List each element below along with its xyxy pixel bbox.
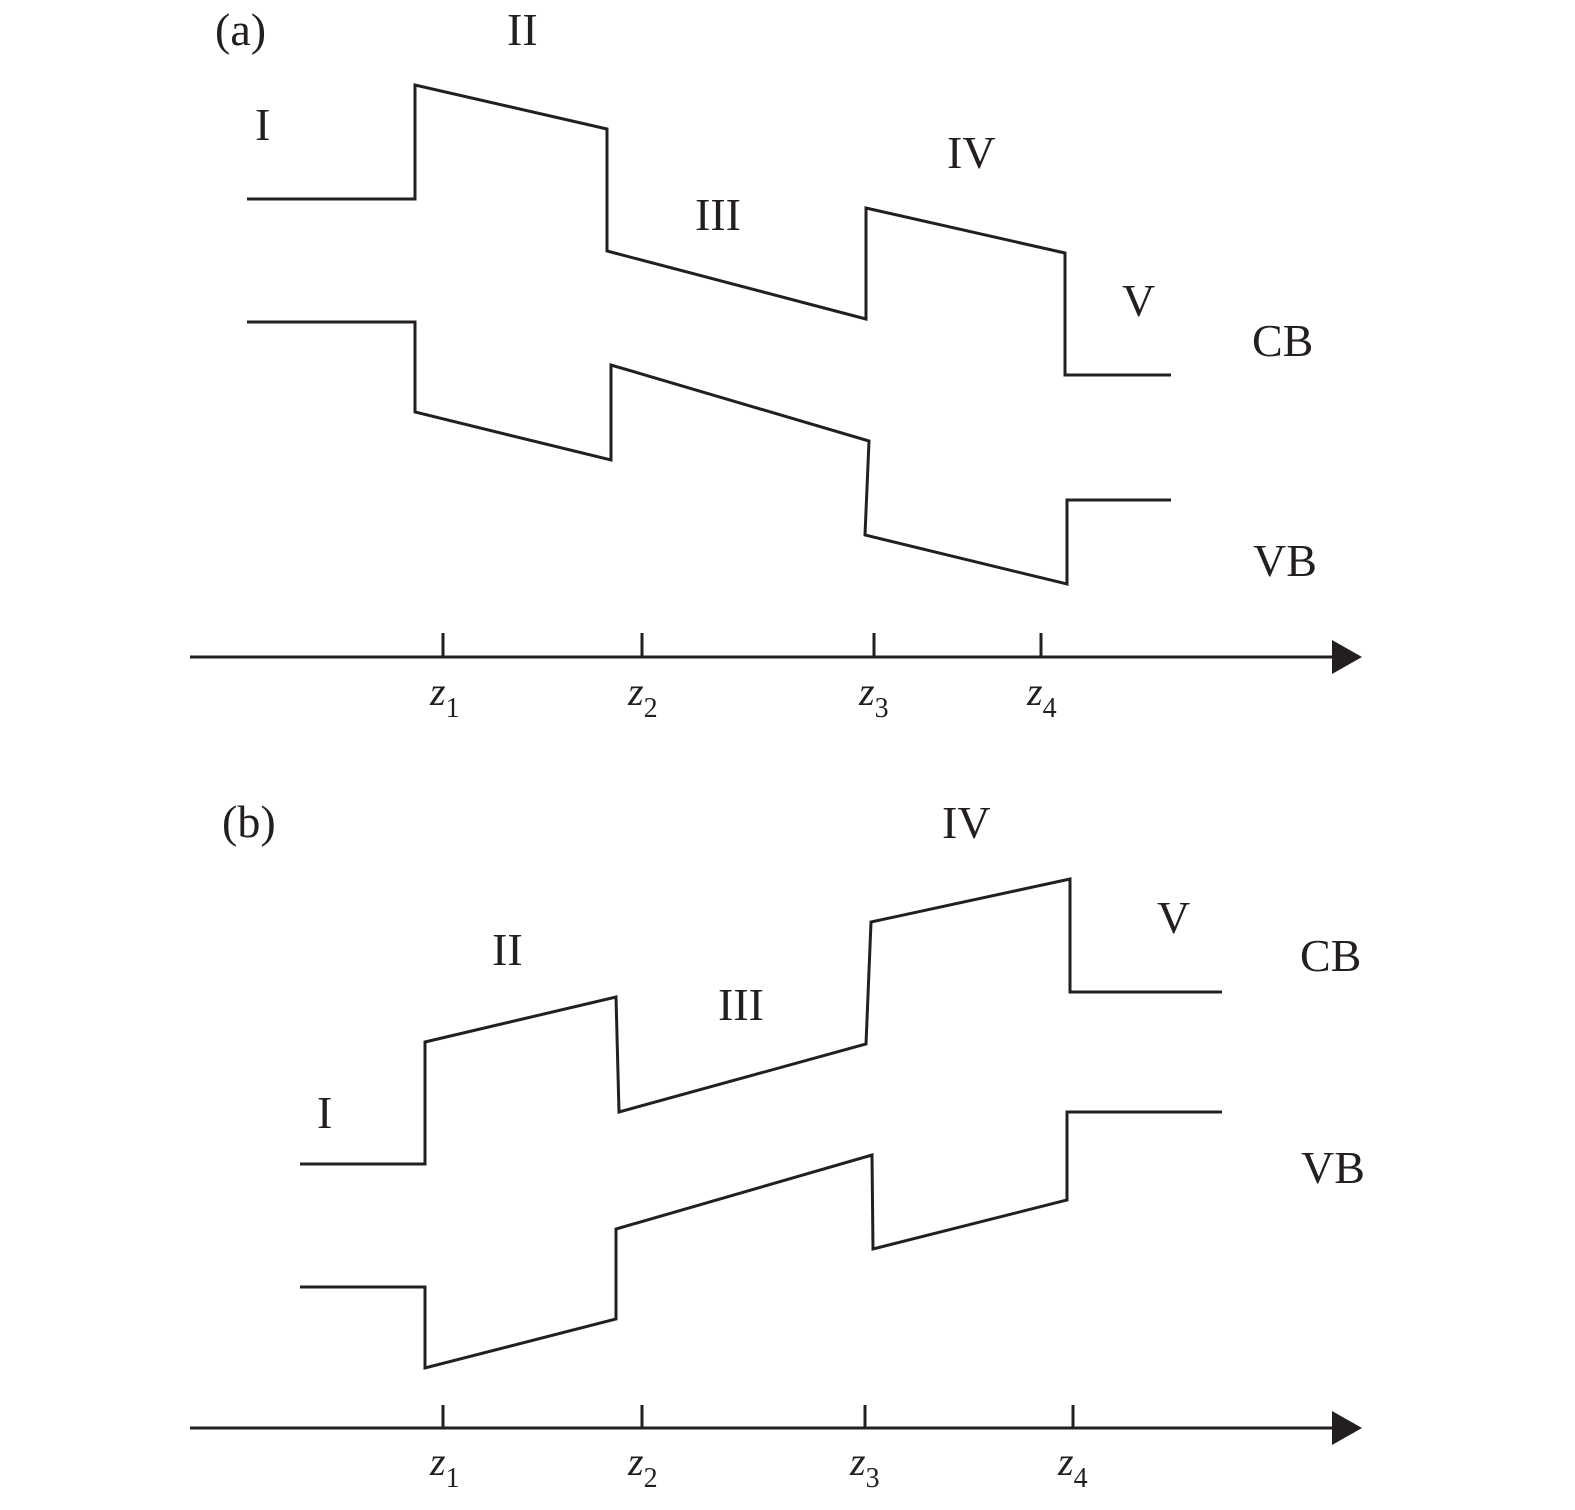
region-label: II: [507, 4, 538, 55]
panel-label: (b): [222, 796, 276, 847]
valence-band-line: [247, 320, 1171, 586]
tick-label-z1: z1: [429, 1439, 460, 1494]
tick-label-z1: z1: [429, 669, 460, 724]
valence-band-label: VB: [1301, 1142, 1365, 1193]
axis-arrow-icon: [1332, 640, 1362, 674]
panel-a: (a) I II III IV V CB VB z1 z2 z3 z4: [190, 4, 1362, 724]
region-label: III: [718, 979, 764, 1030]
panel-b: (b) I II III IV V CB VB z1 z2 z3 z4: [190, 796, 1365, 1494]
axis-arrow-icon: [1332, 1411, 1362, 1445]
conduction-band-label: CB: [1252, 315, 1313, 366]
region-label: V: [1157, 892, 1190, 943]
valence-band-label: VB: [1253, 535, 1317, 586]
tick-label-z3: z3: [849, 1439, 880, 1494]
region-label: III: [695, 189, 741, 240]
tick-label-z2: z2: [627, 1439, 658, 1494]
conduction-band-line: [300, 877, 1222, 1166]
panel-label: (a): [215, 4, 266, 55]
tick-label-z4: z4: [1057, 1439, 1088, 1494]
region-label: IV: [947, 127, 996, 178]
tick-label-z4: z4: [1026, 669, 1057, 724]
conduction-band-label: CB: [1300, 930, 1361, 981]
region-label: I: [317, 1087, 332, 1138]
region-label: IV: [942, 797, 991, 848]
tick-label-z2: z2: [627, 669, 658, 724]
conduction-band-line: [247, 83, 1171, 377]
region-label: V: [1122, 275, 1155, 326]
region-label: II: [492, 924, 523, 975]
valence-band-line: [300, 1110, 1222, 1370]
region-label: I: [255, 99, 270, 150]
tick-label-z3: z3: [858, 669, 889, 724]
